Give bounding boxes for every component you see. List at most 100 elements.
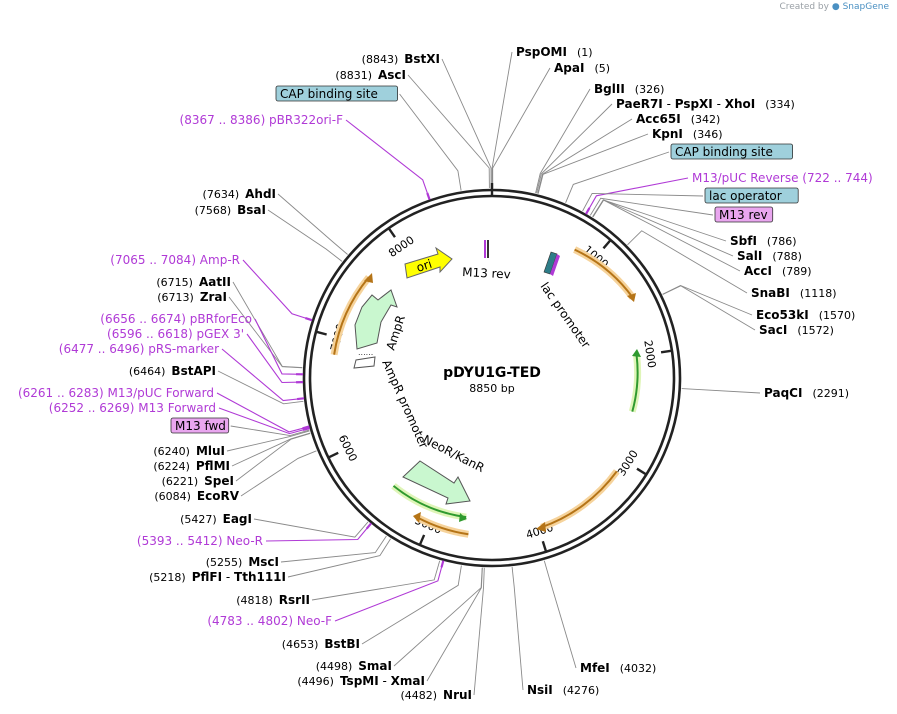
tick-5000: [418, 534, 426, 546]
label-bstapi: (6464)BstAPI: [129, 364, 216, 378]
bstxi-text: (8843)BstXI: [362, 52, 440, 66]
leader-saci: [662, 285, 756, 331]
leader-bstapi: [217, 370, 304, 405]
leader-neo-r: [265, 523, 371, 542]
nsii-text: NsiI(4276): [527, 683, 599, 697]
leader-zrai: [228, 296, 303, 369]
tspmi-pos: (4496): [297, 675, 334, 688]
m13puc-fwd-text: (6261 .. 6283) M13/pUC Forward: [18, 386, 214, 400]
label-mfei: MfeI(4032): [580, 661, 656, 675]
plasmid-name: pDYU1G-TED: [443, 365, 541, 381]
leader-eco53ki: [662, 285, 753, 316]
eagi-enzyme: EagI: [223, 512, 252, 526]
pbrforeco-text: (6656 .. 6674) pBRforEco: [100, 312, 252, 326]
label-lac-operator: lac operator: [704, 187, 799, 204]
sbfi-text: SbfI(786): [730, 234, 797, 248]
feature-arc-green-1-line: [631, 355, 639, 412]
acc65i-text: Acc65I(342): [636, 112, 720, 126]
label-m13fwd-box: M13 fwd: [170, 417, 230, 434]
neo-r-text: (5393 .. 5412) Neo-R: [137, 534, 263, 548]
bsai-pos: (7568): [195, 204, 232, 217]
leader-eagi: [253, 518, 369, 538]
leader-bglii: [535, 88, 591, 194]
leader-apai: [492, 67, 551, 188]
asci-pos: (8831): [335, 69, 372, 82]
mlui-text: (6240)MluI: [153, 444, 225, 458]
m13-rev-mark-b: [487, 240, 489, 258]
kpni-text: KpnI(346): [652, 127, 723, 141]
pflfi-enzyme: PflFI: [192, 570, 222, 584]
label-snabi: SnaBI(1118): [751, 286, 836, 300]
snabi-text: SnaBI(1118): [751, 286, 836, 300]
mark-amp-r: [305, 317, 313, 322]
aatii-pos: (6715): [156, 276, 193, 289]
leader-kpni: [537, 133, 649, 194]
tick-2000: [660, 349, 673, 354]
sali-enzyme: SalI: [737, 249, 762, 263]
leader-lac-operator: [582, 192, 704, 212]
leader-msci: [280, 535, 387, 563]
leader-bstxi: [441, 58, 492, 189]
snabi-pos: (1118): [800, 287, 837, 300]
label-nrui: (4482)NruI: [400, 688, 472, 702]
label-bsai: (7568) BsaI: [195, 203, 266, 217]
leader-m13rev-box: [589, 197, 714, 216]
kpni-enzyme: KpnI: [652, 127, 683, 141]
tick-label-2000: 2000: [641, 339, 658, 369]
plasmid-length: 8850 bp: [469, 382, 514, 395]
label-acc65i: Acc65I(342): [636, 112, 720, 126]
m13-forward-text: (6252 .. 6269) M13 Forward: [49, 401, 216, 415]
m13-rev-mark-a: [484, 240, 486, 258]
eagi-pos: (5427): [180, 513, 217, 526]
snapgene-credit: Created by ● SnapGene: [779, 2, 889, 12]
zrai-text: (6713)ZraI: [157, 290, 227, 304]
nrui-pos: (4482): [400, 689, 437, 702]
label-cap-right: CAP binding site: [670, 143, 793, 160]
mark-pbr322ori-f: [426, 192, 431, 200]
leader-pgex3: [246, 333, 303, 384]
tick-3000: [636, 467, 647, 476]
apai-text: ApaI(5): [554, 61, 610, 75]
mfei-enzyme: MfeI: [580, 661, 610, 675]
tick-label-6000: 6000: [336, 433, 360, 464]
label-rsrii: (4818)RsrII: [236, 593, 310, 607]
m13rev-box-box: [714, 206, 774, 223]
label-pbr322ori-f: (8367 .. 8386) pBR322ori-F: [180, 113, 344, 127]
leader-snabi: [627, 230, 748, 294]
label-zrai: (6713)ZraI: [157, 290, 227, 304]
label-tspmi: (4496)TspMI - XmaI: [297, 674, 425, 688]
feature-arrowhead-2: [632, 349, 641, 357]
bsai-enzyme: BsaI: [237, 203, 266, 217]
tspmi-text: (4496)TspMI - XmaI: [297, 674, 425, 688]
mark-prs-marker: [297, 397, 305, 401]
mark-m13puc-fwd: [302, 425, 310, 430]
neo-f-text: (4783 .. 4802) Neo-F: [207, 614, 332, 628]
label-leader-lines: [216, 51, 761, 696]
feature-arrowhead-6: [364, 273, 373, 283]
pbr322ori-f-text: (8367 .. 8386) pBR322ori-F: [180, 113, 344, 127]
leader-mfei: [543, 560, 577, 669]
leader-m13puc-fwd: [216, 392, 309, 433]
feature-label-ampr-promoter: AmpR promoter: [379, 358, 431, 451]
label-bstxi: (8843)BstXI: [362, 52, 440, 66]
pgex3-text: (6596 .. 6618) pGEX 3': [107, 327, 244, 341]
acci-enzyme: AccI: [744, 264, 772, 278]
bglii-enzyme: BglII: [594, 82, 625, 96]
label-paer7i: PaeR7I - PspXI - XhoI(334): [616, 97, 795, 111]
feature-arc-orange-3-line: [417, 516, 469, 536]
bstxi-pos: (8843): [362, 53, 399, 66]
m13fwd-box-box: [170, 417, 230, 434]
sbfi-enzyme: SbfI: [730, 234, 757, 248]
tspmi-enzyme: TspMI: [340, 674, 379, 688]
label-pflfi: (5218)PflFI - Tth111I: [149, 570, 286, 584]
feature-arrowhead-3: [536, 522, 546, 532]
m13rev-box-text: M13 rev: [719, 208, 768, 222]
mlui-pos: (6240): [153, 445, 190, 458]
sali-text: SalI(788): [737, 249, 802, 263]
label-amp-r: (7065 .. 7084) Amp-R: [110, 253, 240, 267]
credit-brand: SnapGene: [842, 2, 889, 12]
label-ahdi: (7634)AhdI: [203, 187, 276, 201]
feature-label-ampr: AmpR: [384, 313, 408, 351]
mark-m13-forward: [302, 426, 311, 431]
tick-label-8000: 8000: [386, 233, 416, 260]
